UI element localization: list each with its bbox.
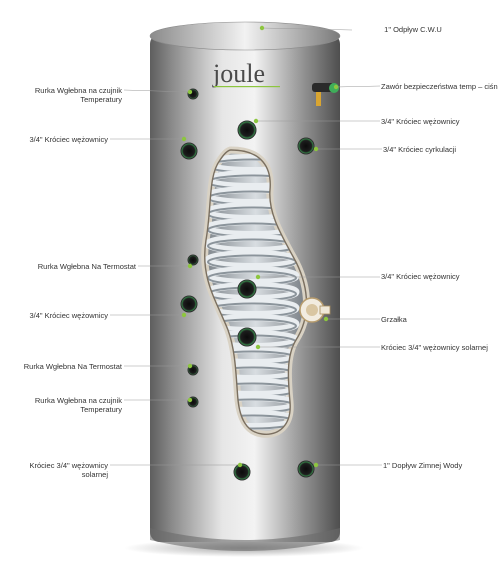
ports: [180, 88, 315, 481]
label-thermostat-top: Rurka Wgłebna Na Termostat: [37, 262, 136, 271]
leader-line: [335, 85, 381, 88]
label-coil-mid-right: 3/4" Króciec wężownicy: [381, 272, 460, 281]
leader-dot: [187, 363, 193, 369]
label-probe-low: Rurka Wgłebna na czujnik Temperatury: [34, 396, 122, 414]
port-fitting: [237, 327, 257, 347]
label-probe-top: Rurka Wgłebna na czujnik Temperatury: [34, 86, 122, 104]
label-recirculation: 3/4" Króciec cyrkulacji: [383, 145, 457, 154]
port-fitting: [180, 142, 198, 160]
leader-dot: [187, 397, 193, 403]
logo-wordmark: joule: [212, 59, 265, 88]
label-coil-mid-left: 3/4" Króciec wężownicy: [29, 311, 108, 320]
leader-dot: [253, 118, 259, 124]
leader-dot: [333, 84, 339, 90]
port-fitting: [237, 120, 257, 140]
leader-dot: [187, 263, 193, 269]
port-fitting: [297, 460, 315, 478]
leader-dot: [259, 25, 265, 31]
label-coil-top-right: 3/4" Króciec wężownicy: [381, 117, 460, 126]
leader-line: [123, 89, 191, 93]
leader-dot: [255, 274, 261, 280]
leader-dot: [323, 316, 329, 322]
relief-valve: [312, 83, 339, 106]
leader-line: [261, 27, 353, 31]
leader-dot: [255, 344, 261, 350]
immersion-heater: [299, 297, 331, 323]
leader-dot: [237, 462, 243, 468]
label-coil-top-left: 3/4" Króciec wężownicy: [29, 135, 108, 144]
port-fitting: [180, 295, 198, 313]
leader-dot: [181, 312, 187, 318]
label-thermostat-low: Rurka Wgłebna Na Termostat: [23, 362, 122, 371]
leader-dot: [313, 146, 319, 152]
label-solar-coil-bottom: Króciec 3/4" wężownicy solarnej: [29, 461, 108, 479]
leader-dot: [181, 136, 187, 142]
label-relief-valve: Zawór bezpieczeństwa temp – ciśn: [381, 82, 498, 91]
port-fitting: [187, 254, 199, 266]
label-top-outlet: 1" Odpływ C.W.U: [384, 25, 442, 34]
label-heater: Grzałka: [381, 315, 407, 324]
port-fitting: [233, 463, 251, 481]
label-solar-coil-right: Króciec 3/4" wężownicy solarnej: [381, 343, 488, 352]
port-fitting: [237, 279, 257, 299]
leader-dot: [187, 89, 193, 95]
label-cold-inlet: 1" Dopływ Zimnej Wody: [383, 461, 463, 470]
port-fitting: [297, 137, 315, 155]
leader-dot: [313, 462, 319, 468]
leader-lines: [110, 25, 382, 468]
cylinder-top-cap: [149, 21, 341, 51]
joule-logo: joule: [212, 59, 280, 88]
